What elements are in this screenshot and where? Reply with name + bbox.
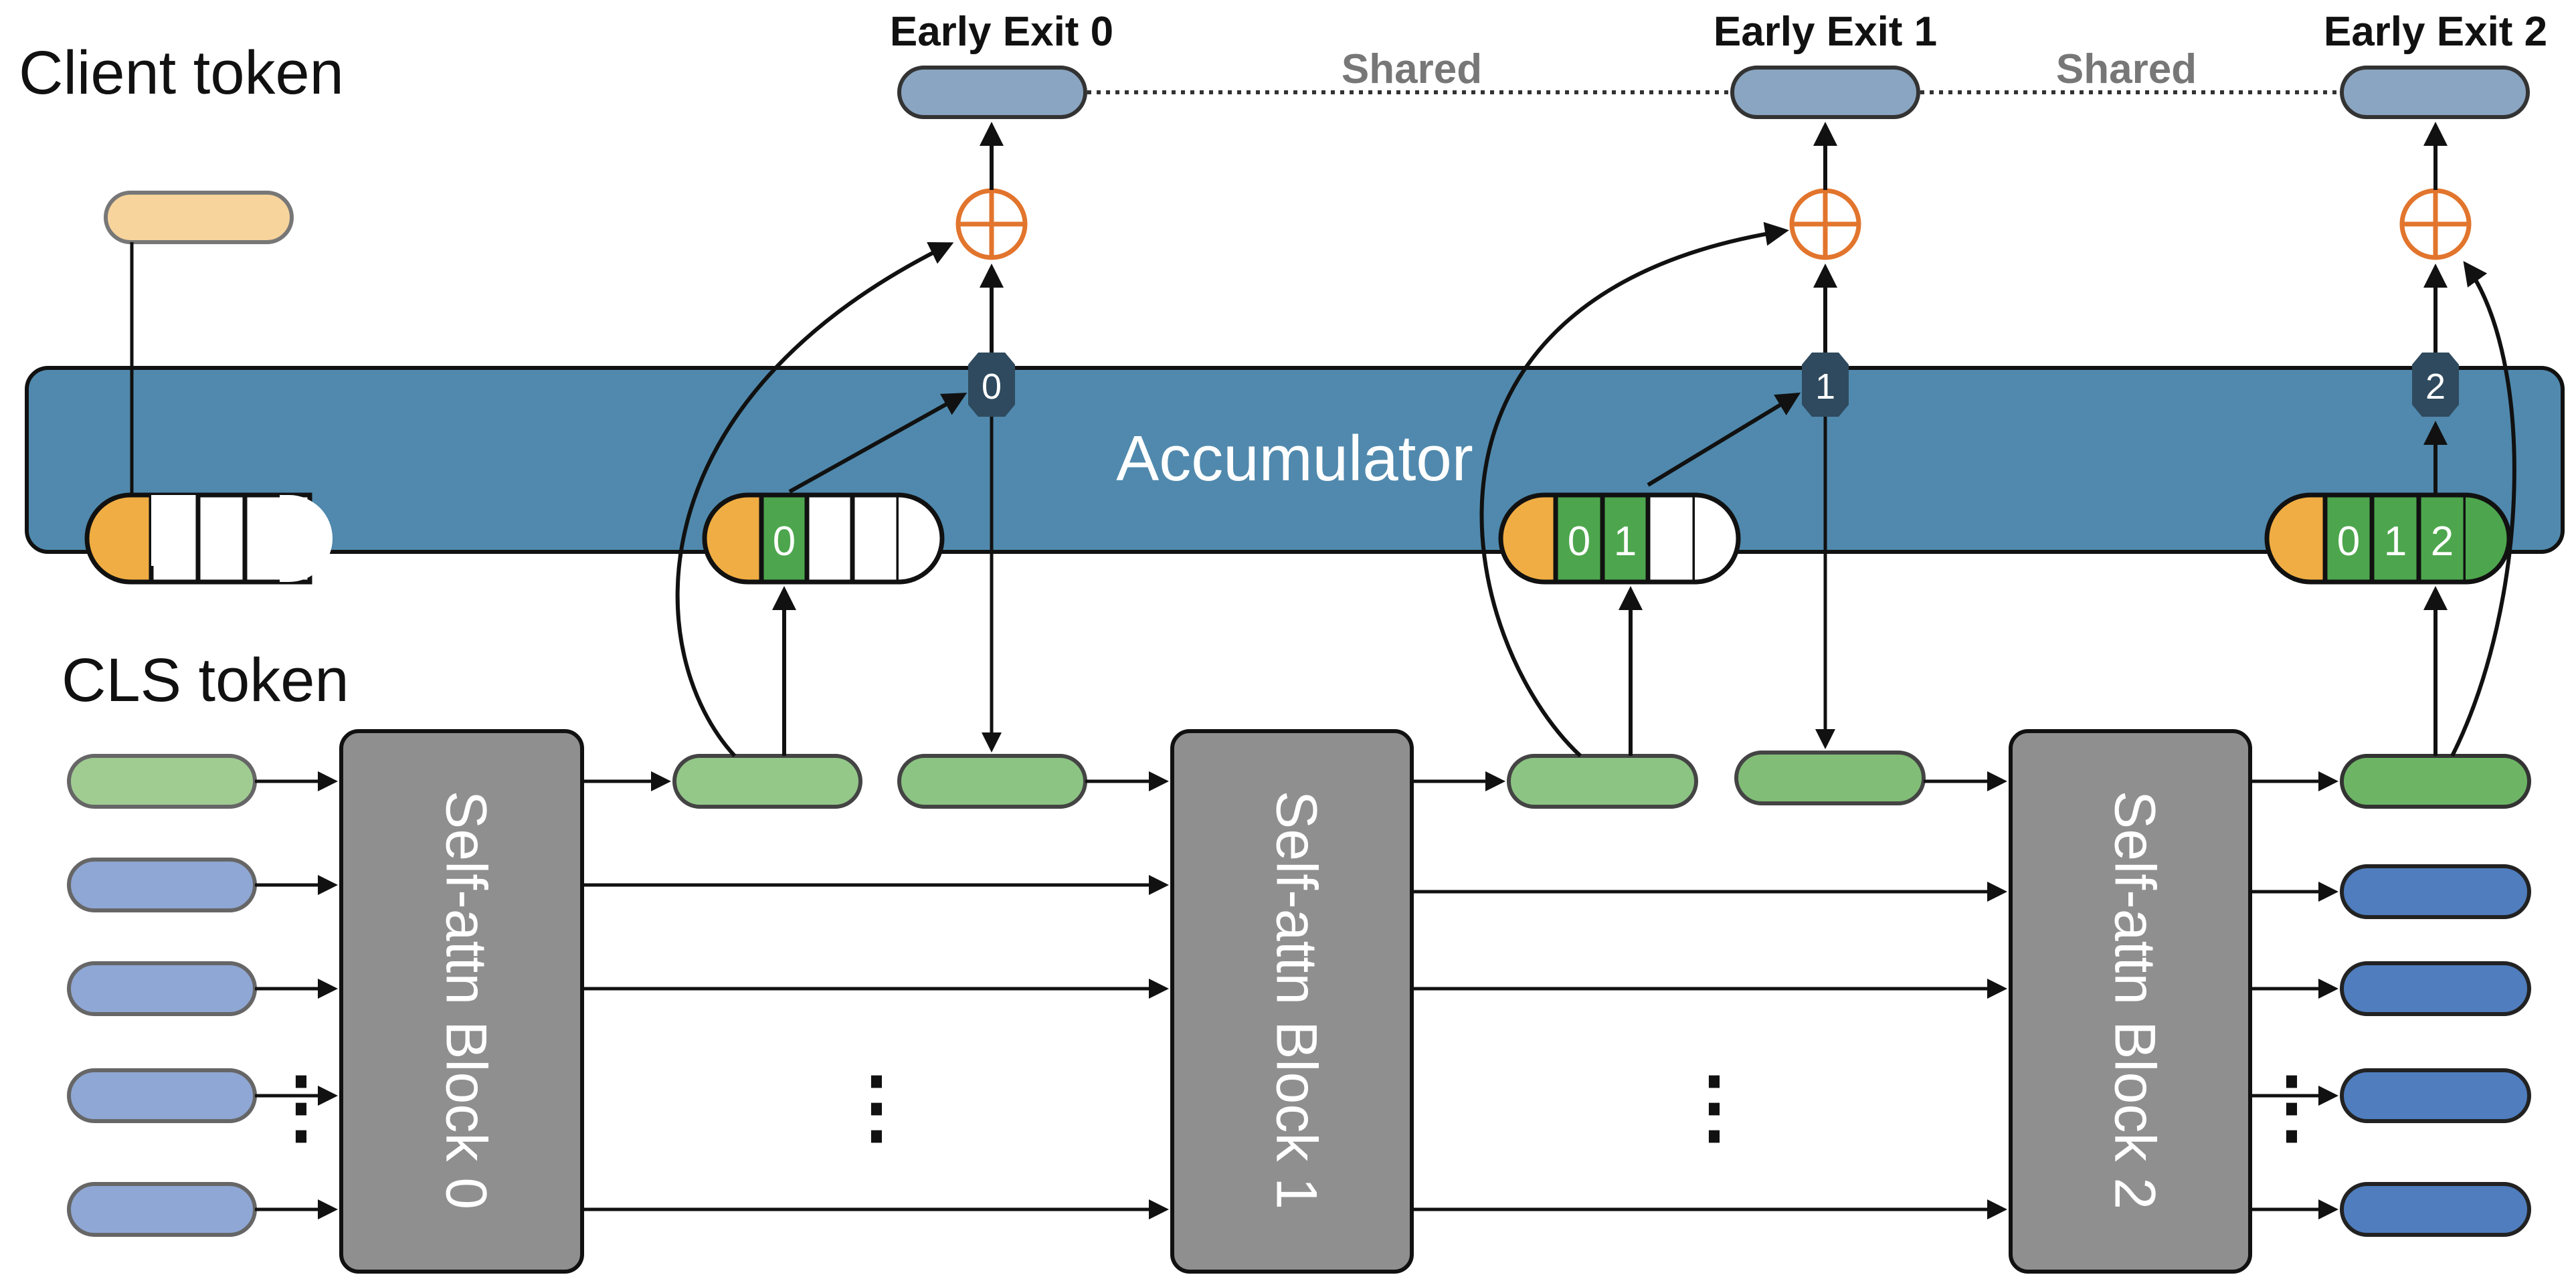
svg-text:2: 2	[1661, 518, 1683, 565]
svg-text:2: 2	[865, 518, 888, 565]
ellipsis-b1-b2: ⋮	[1674, 1062, 1754, 1151]
accumulator-label: Accumulator	[1116, 423, 1473, 494]
svg-text:0: 0	[773, 518, 796, 565]
early-exit-1-box	[1730, 66, 1920, 119]
self-attn-block-1: Self-attn Block 1	[1170, 729, 1414, 1274]
svg-text:2: 2	[2425, 367, 2446, 407]
patch-token-output-3	[2340, 1068, 2531, 1123]
patch-token-input-2	[67, 961, 257, 1016]
patch-token-input-4	[67, 1182, 257, 1237]
patch-token-output-4	[2340, 1182, 2531, 1237]
ellipsis-output: ⋮	[2251, 1062, 2332, 1151]
arrow-slot2-to-idx1	[1647, 392, 1801, 487]
svg-text:0: 0	[163, 518, 186, 565]
early-exit-0-box	[897, 66, 1087, 119]
svg-text:1: 1	[1815, 367, 1835, 407]
slot-group-3: 0 1 2	[2264, 492, 2512, 585]
cls-token-before-b2	[1734, 751, 1926, 805]
cls-token-output	[2340, 754, 2531, 809]
svg-text:1: 1	[2384, 518, 2407, 565]
early-exit-1-label: Early Exit 1	[1714, 9, 1937, 55]
index-badge-2: 2	[2412, 353, 2459, 417]
cls-token-before-b1	[897, 754, 1087, 809]
cls-token-label: CLS token	[62, 646, 349, 714]
cls-token-after-b1	[1507, 754, 1698, 809]
cls-token-input	[67, 754, 257, 809]
svg-text:2: 2	[257, 518, 280, 565]
svg-text:Self-attn Block 0: Self-attn Block 0	[434, 791, 498, 1209]
ellipsis-input: ⋮	[261, 1062, 341, 1151]
arrow-slot1-to-idx0	[788, 393, 968, 494]
svg-text:2: 2	[2431, 518, 2454, 565]
patch-token-input-1	[67, 858, 257, 912]
cls-token-after-b0	[672, 754, 862, 809]
svg-text:0: 0	[1568, 518, 1590, 565]
early-exit-2-label: Early Exit 2	[2324, 9, 2547, 55]
self-attn-block-2: Self-attn Block 2	[2009, 729, 2252, 1274]
index-badge-1: 1	[1802, 353, 1849, 417]
svg-text:1: 1	[1614, 518, 1637, 565]
early-exit-2-box	[2340, 66, 2530, 119]
svg-text:Self-attn Block 1: Self-attn Block 1	[1264, 791, 1328, 1209]
svg-text:1: 1	[210, 518, 233, 565]
plus-icon-0	[955, 188, 1028, 260]
slot-group-2: 0 1 2	[1498, 492, 1741, 585]
slot-group-1: 0 1 2	[702, 492, 945, 585]
early-exit-0-label: Early Exit 0	[890, 9, 1113, 55]
shared-label-1: Shared	[2056, 46, 2197, 92]
svg-text:0: 0	[2337, 518, 2360, 565]
slot-group-0: 0 1 2	[84, 492, 333, 585]
svg-text:Self-attn Block 2: Self-attn Block 2	[2102, 791, 2167, 1209]
client-token	[104, 191, 294, 244]
svg-text:1: 1	[818, 518, 841, 565]
svg-text:0: 0	[982, 367, 1002, 407]
plus-icon-1	[1789, 188, 1861, 260]
plus-icon-2	[2399, 188, 2472, 260]
client-token-label: Client token	[19, 39, 344, 107]
patch-token-output-2	[2340, 961, 2531, 1016]
arrow-cls-b0-to-plus0	[675, 242, 954, 758]
patch-token-input-3	[67, 1068, 257, 1123]
ellipsis-b0-b1: ⋮	[836, 1062, 917, 1151]
arrow-cls-b1-to-plus1	[1479, 221, 1789, 758]
shared-label-0: Shared	[1342, 46, 1482, 92]
patch-token-output-1	[2340, 864, 2531, 919]
index-badge-0: 0	[968, 353, 1015, 417]
arrow-cls-out-to-plus2	[2450, 261, 2516, 757]
accumulator-bar	[25, 366, 2565, 554]
self-attn-block-0: Self-attn Block 0	[339, 729, 584, 1274]
